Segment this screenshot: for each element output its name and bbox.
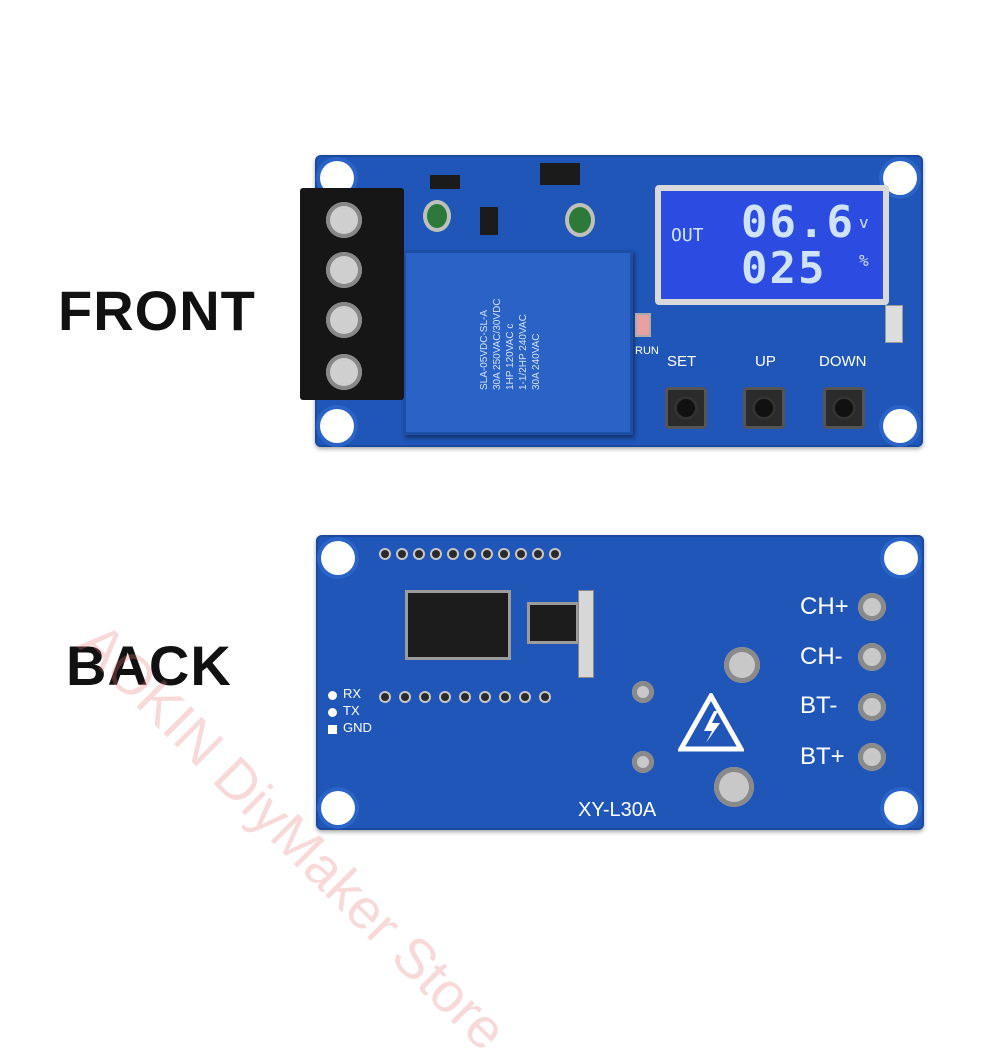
terminal-pad — [858, 593, 886, 621]
solder-pin — [432, 550, 440, 558]
mounting-hole — [320, 409, 354, 443]
gnd-pad — [328, 725, 337, 734]
tx-pad — [328, 708, 337, 717]
mounting-hole — [883, 409, 917, 443]
back-board: RX TX GND CH+ CH- BT- BT+ XY-L30A — [316, 535, 924, 830]
rx-label: RX — [343, 686, 362, 701]
capacitor — [423, 200, 451, 232]
solder-pin — [534, 550, 542, 558]
solder-pin — [551, 550, 559, 558]
mounting-hole — [321, 541, 355, 575]
lcd-percent: 025 — [741, 243, 827, 294]
solder-pin — [441, 693, 449, 701]
relay-text-line: 30A 250VAC/30VDC — [492, 298, 503, 390]
solder-pin — [381, 693, 389, 701]
solder-pin — [381, 550, 389, 558]
terminal-pad — [858, 643, 886, 671]
solder-pin — [517, 550, 525, 558]
rx-pad — [328, 691, 337, 700]
front-label: FRONT — [58, 279, 256, 342]
solder-pin — [398, 550, 406, 558]
capacitor — [565, 203, 595, 237]
solder-pad — [632, 751, 654, 773]
solder-pin — [401, 693, 409, 701]
j2-header — [578, 590, 594, 678]
terminal-screw — [326, 302, 362, 338]
ch-minus-label: CH- — [800, 643, 843, 670]
mounting-hole — [884, 541, 918, 575]
solder-pin — [483, 550, 491, 558]
back-label: BACK — [66, 634, 232, 697]
solder-pin — [421, 693, 429, 701]
relay: SLA-05VDC-SL-A 30A 250VAC/30VDC 1HP 120V… — [403, 250, 633, 435]
bt-plus-label: BT+ — [800, 743, 845, 770]
solder-pin — [541, 693, 549, 701]
up-label: UP — [755, 353, 776, 370]
model-label: XY-L30A — [578, 799, 657, 821]
solder-pin — [481, 693, 489, 701]
solder-pin — [466, 550, 474, 558]
solder-pin — [521, 693, 529, 701]
down-label: DOWN — [819, 353, 867, 370]
main-ic — [408, 593, 508, 657]
solder-pad — [724, 647, 760, 683]
status-led — [635, 313, 651, 337]
lcd-voltage-unit: v — [859, 213, 869, 232]
solder-pad — [632, 681, 654, 703]
lcd-voltage: 06.6 — [741, 197, 855, 248]
front-board: SLA-05VDC-SL-A 30A 250VAC/30VDC 1HP 120V… — [315, 155, 923, 447]
tx-label: TX — [343, 703, 360, 718]
chip — [540, 163, 580, 185]
mounting-hole — [884, 791, 918, 825]
terminal-screw — [326, 202, 362, 238]
solder-pin — [449, 550, 457, 558]
solder-pad — [714, 767, 754, 807]
relay-text: SLA-05VDC-SL-A 30A 250VAC/30VDC 1HP 120V… — [478, 230, 543, 390]
relay-text-line: 1-1/2HP 240VAC — [518, 314, 529, 390]
mounting-hole — [321, 791, 355, 825]
solder-pin — [461, 693, 469, 701]
solder-pin — [500, 550, 508, 558]
high-voltage-warning-icon — [676, 690, 746, 753]
bt-minus-label: BT- — [800, 692, 838, 719]
solder-pin — [415, 550, 423, 558]
relay-text-line: 30A 240VAC — [531, 333, 542, 390]
set-label: SET — [667, 353, 697, 370]
relay-text-line: 1HP 120VAC c — [505, 323, 516, 390]
terminal-screw — [326, 252, 362, 288]
terminal-block — [300, 188, 404, 400]
lcd-percent-unit: % — [859, 251, 869, 270]
pin-header — [885, 305, 903, 343]
solder-pin — [501, 693, 509, 701]
terminal-pad — [858, 693, 886, 721]
gnd-label: GND — [343, 720, 372, 735]
terminal-screw — [326, 354, 362, 390]
run-label: RUN — [635, 345, 659, 357]
diode — [430, 175, 460, 189]
down-button[interactable] — [823, 387, 865, 429]
ch-plus-label: CH+ — [800, 593, 849, 620]
terminal-pad — [858, 743, 886, 771]
transistor — [480, 207, 498, 235]
lcd-display: OUT 06.6 v 025 % — [655, 185, 889, 305]
secondary-ic — [530, 605, 576, 641]
up-button[interactable] — [743, 387, 785, 429]
lcd-out-label: OUT — [671, 225, 704, 246]
relay-text-line: SLA-05VDC-SL-A — [479, 309, 490, 390]
set-button[interactable] — [665, 387, 707, 429]
